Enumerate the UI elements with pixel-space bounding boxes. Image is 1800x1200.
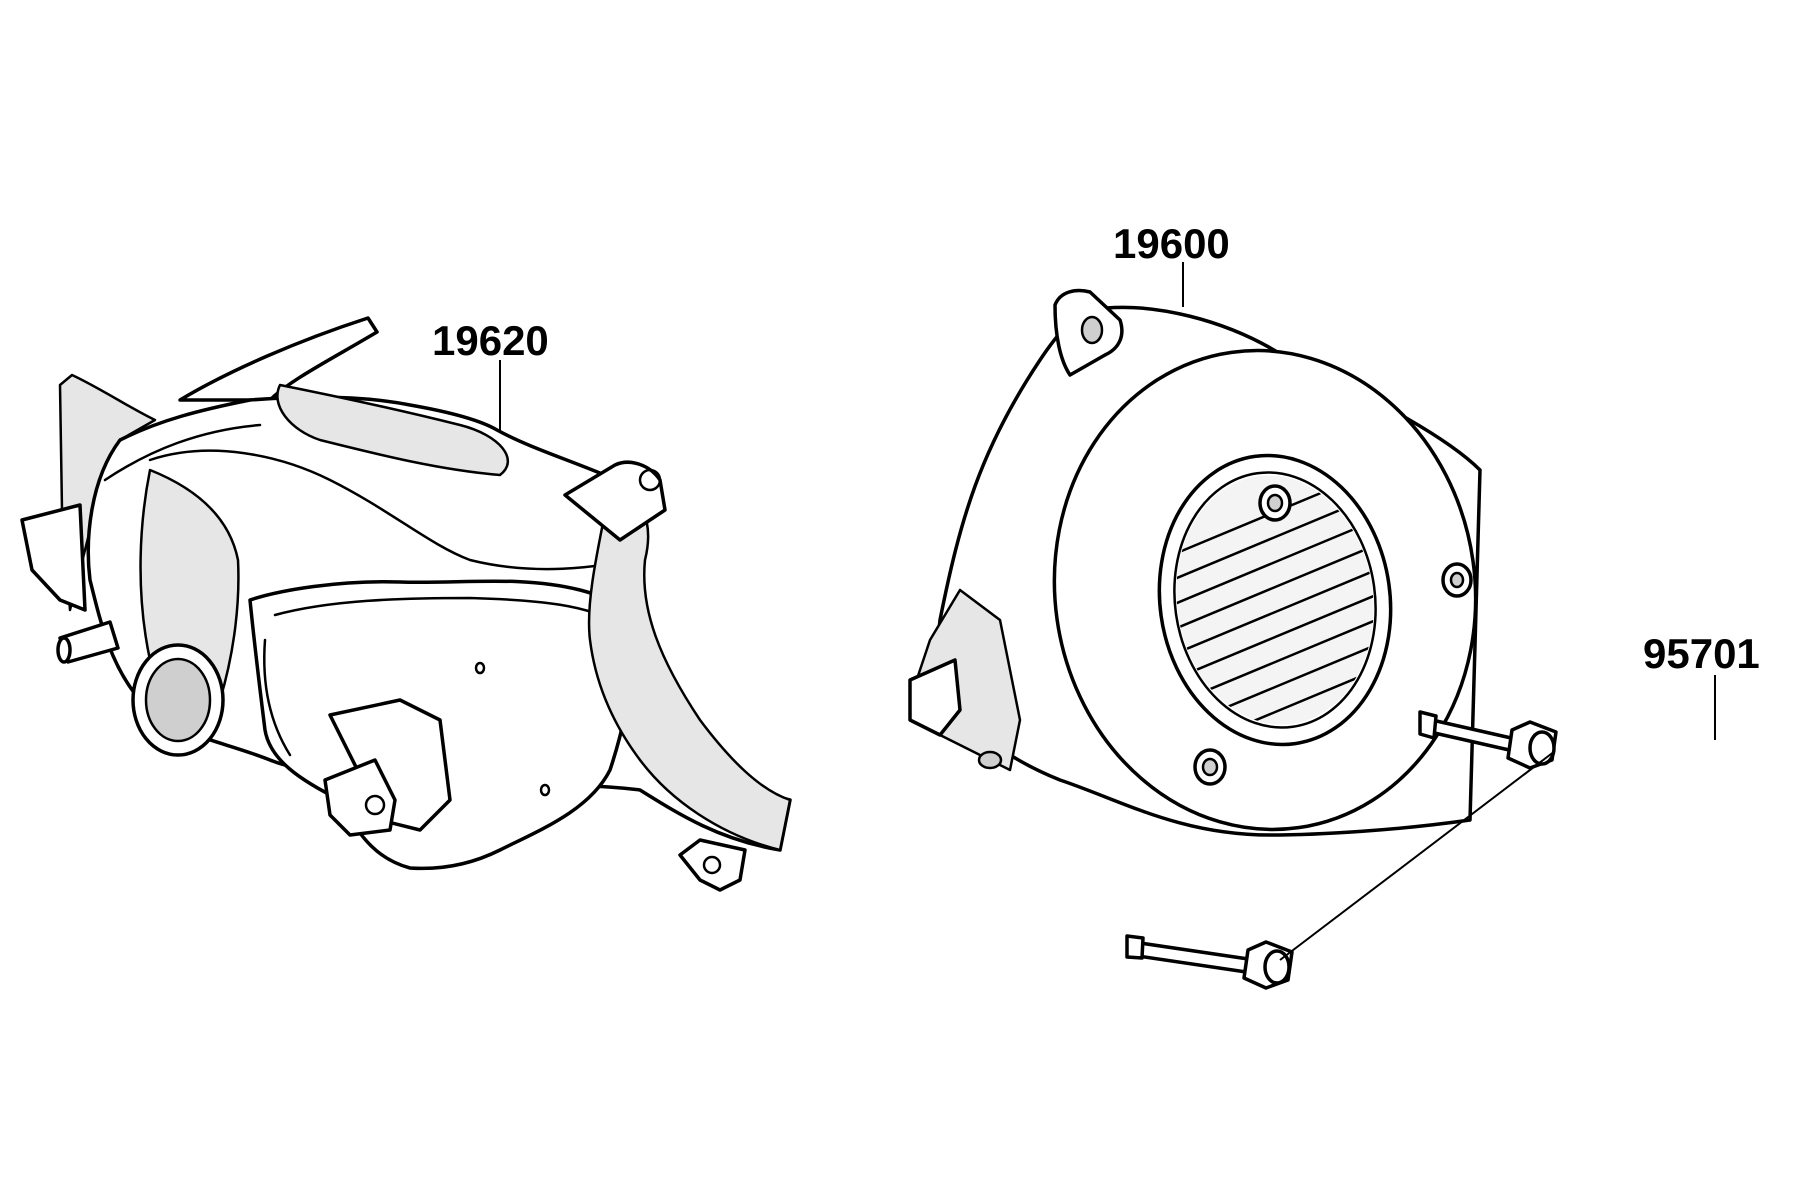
- fan-cover-19600: [908, 288, 1482, 837]
- callout-19600: 19600: [1113, 220, 1230, 267]
- callout-19620: 19620: [432, 317, 549, 364]
- bolt-95701-lower: [1125, 934, 1294, 990]
- callout-95701: 95701: [1643, 630, 1760, 677]
- assembly-line-bolts: [1279, 750, 1556, 961]
- shroud-19620: [20, 316, 792, 892]
